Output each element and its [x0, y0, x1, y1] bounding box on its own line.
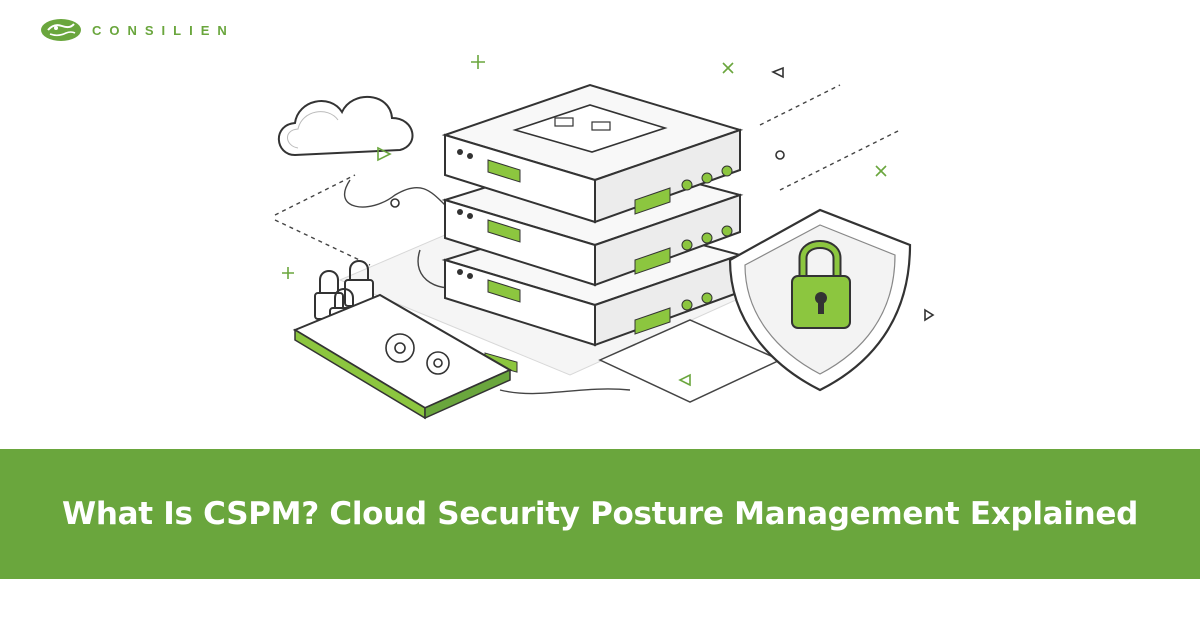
title-banner: What Is CSPM? Cloud Security Posture Man…: [0, 449, 1200, 579]
footer-strip: [0, 579, 1200, 630]
cloud-icon: [277, 96, 414, 157]
gear-icon: [385, 333, 450, 375]
globe-leaf-icon: [41, 19, 81, 41]
brand-name: CONSILIEN: [92, 22, 235, 38]
brand-logo[interactable]: CONSILIEN: [40, 16, 235, 44]
page-title: What Is CSPM? Cloud Security Posture Man…: [62, 496, 1138, 532]
server-stack-icon: [441, 83, 744, 373]
shield-lock-icon: [728, 208, 912, 392]
hero-illustration: [274, 55, 935, 420]
decorative-marks: [282, 55, 935, 387]
connector-lines: [274, 84, 901, 395]
